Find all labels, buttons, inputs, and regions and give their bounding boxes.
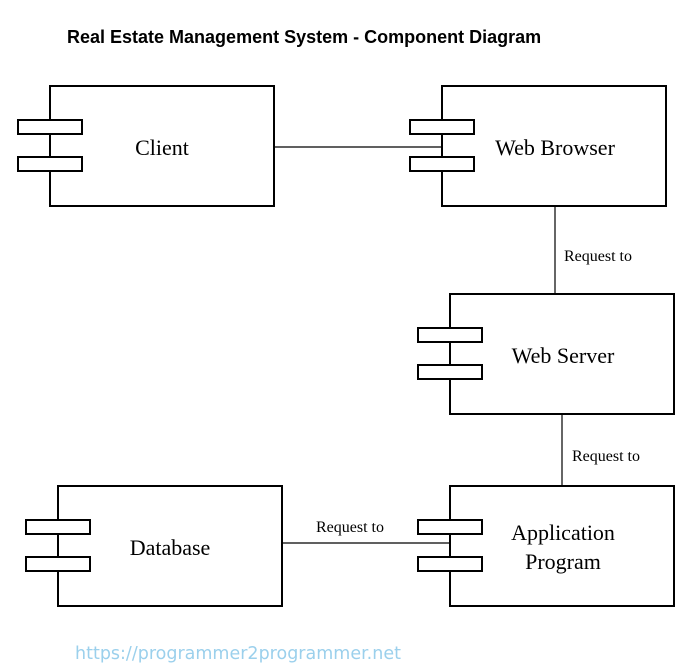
component-label-line1: Application bbox=[511, 520, 615, 545]
component-application-program: Application Program bbox=[417, 485, 675, 607]
diagram-title: Real Estate Management System - Componen… bbox=[67, 27, 541, 47]
component-port-tab bbox=[409, 119, 475, 135]
component-label: Database bbox=[130, 535, 211, 560]
connector-label-browser-server: Request to bbox=[564, 248, 632, 265]
component-port-tab bbox=[17, 156, 83, 172]
watermark-url: https://programmer2programmer.net bbox=[75, 644, 401, 664]
connector-label-server-app: Request to bbox=[572, 448, 640, 465]
component-label: Web Browser bbox=[495, 135, 615, 160]
component-port-tab bbox=[417, 327, 483, 343]
component-port-tab bbox=[17, 119, 83, 135]
component-port-tab bbox=[409, 156, 475, 172]
component-port-tab bbox=[417, 556, 483, 572]
component-port-tab bbox=[25, 519, 91, 535]
component-label-line2: Program bbox=[525, 549, 601, 574]
component-box bbox=[57, 485, 283, 607]
component-box bbox=[441, 85, 667, 207]
component-client: Client bbox=[17, 85, 275, 207]
component-label: Client bbox=[135, 135, 189, 160]
connector-label-app-database: Request to bbox=[316, 519, 384, 536]
component-label: Web Server bbox=[512, 343, 615, 368]
component-port-tab bbox=[25, 556, 91, 572]
component-box bbox=[49, 85, 275, 207]
component-box bbox=[449, 293, 675, 415]
component-box bbox=[449, 485, 675, 607]
component-web-browser: Web Browser bbox=[409, 85, 667, 207]
component-web-server: Web Server bbox=[417, 293, 675, 415]
component-port-tab bbox=[417, 519, 483, 535]
component-database: Database bbox=[25, 485, 283, 607]
component-port-tab bbox=[417, 364, 483, 380]
